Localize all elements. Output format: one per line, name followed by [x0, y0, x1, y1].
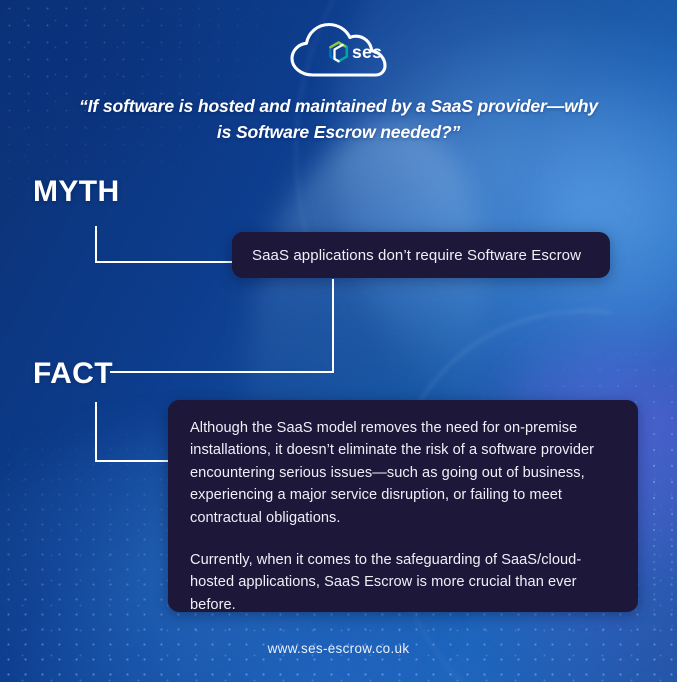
fact-label: FACT [33, 357, 113, 390]
footer-url[interactable]: www.ses-escrow.co.uk [267, 641, 410, 656]
myth-connector-vertical [95, 226, 97, 263]
myth-card: SaaS applications don’t require Software… [232, 232, 610, 278]
hexagon-icon [328, 41, 348, 63]
fact-connector-vertical-upper [332, 279, 334, 373]
fact-connector-horizontal-lower [95, 460, 175, 462]
headline-quote: “If software is hosted and maintained by… [79, 96, 598, 142]
fact-paragraph-1: Although the SaaS model removes the need… [190, 420, 595, 526]
fact-card: Although the SaaS model removes the need… [168, 400, 638, 613]
myth-label: MYTH [33, 175, 120, 208]
fact-paragraph-2: Currently, when it comes to the safeguar… [190, 552, 582, 613]
myth-statement-text: SaaS applications don’t require Software… [252, 246, 582, 264]
cloud-icon: ses [289, 22, 387, 77]
fact-connector-vertical-lower [95, 402, 97, 462]
ses-wordmark: ses [352, 42, 382, 62]
fact-connector-horizontal-upper [110, 371, 334, 373]
ses-logo: ses [284, 18, 394, 82]
myth-connector-horizontal [95, 261, 235, 263]
